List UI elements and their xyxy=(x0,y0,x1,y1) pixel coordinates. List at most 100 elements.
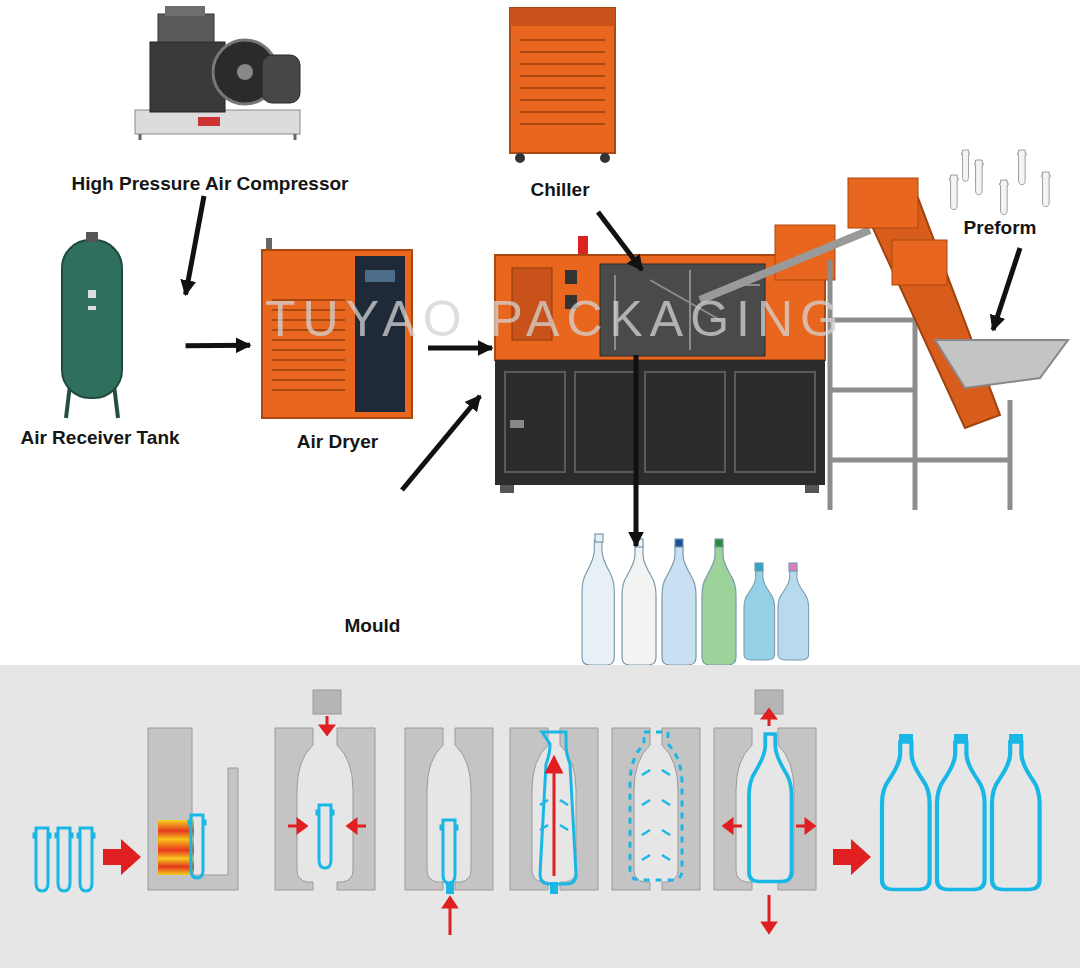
blow-moulding-machine xyxy=(805,485,819,493)
chiller-picture xyxy=(520,75,605,77)
air-compressor-picture xyxy=(165,6,205,16)
process-steps xyxy=(540,732,576,884)
process-steps xyxy=(899,734,1023,743)
equipment-label: Mould xyxy=(345,615,401,638)
air-dryer-picture xyxy=(272,379,345,381)
process-steps xyxy=(540,800,548,805)
blow-moulding-machine xyxy=(510,420,524,428)
flow-arrow xyxy=(186,196,204,295)
process-steps xyxy=(275,690,816,890)
chiller-picture xyxy=(520,39,605,41)
equipment-node: Mould xyxy=(290,500,455,638)
process-steps xyxy=(560,800,568,805)
preform-picture xyxy=(999,180,1008,215)
process-steps xyxy=(317,732,792,884)
process-steps xyxy=(298,820,306,832)
finished-bottles xyxy=(755,563,763,571)
air-dryer-picture xyxy=(272,369,345,371)
process-steps xyxy=(954,734,968,743)
process-steps xyxy=(148,728,238,890)
process-steps xyxy=(189,815,205,878)
equipment-node: Preform xyxy=(930,140,1070,240)
process-steps xyxy=(1009,734,1023,743)
finished-bottles xyxy=(789,563,797,571)
process-steps xyxy=(630,732,682,880)
process-steps xyxy=(763,710,775,718)
blow-moulding-machine xyxy=(575,372,635,472)
process-band xyxy=(0,665,1080,968)
finished-bottles xyxy=(662,545,696,665)
flow-arrows xyxy=(402,212,1020,546)
blow-moulding-machine xyxy=(578,236,588,254)
equipment-node: Chiller xyxy=(495,2,625,202)
process-steps xyxy=(405,728,443,890)
air-dryer-picture xyxy=(365,270,395,282)
equipment-label: Air Dryer xyxy=(297,431,378,454)
preform-picture xyxy=(949,150,1050,215)
blow-moulding-machine xyxy=(500,485,514,493)
blow-moulding-machine xyxy=(700,230,870,300)
process-steps xyxy=(288,710,814,935)
process-steps xyxy=(642,855,650,860)
process-steps xyxy=(444,898,456,907)
air-compressor-picture xyxy=(294,134,297,140)
blow-moulding-machine xyxy=(830,458,1010,463)
process-steps xyxy=(768,895,771,925)
process-steps xyxy=(446,882,454,894)
flow-arrow xyxy=(186,343,250,348)
process-steps xyxy=(321,726,333,734)
process-steps xyxy=(78,828,94,891)
process-steps xyxy=(749,734,792,882)
process-steps xyxy=(937,742,985,890)
blow-moulding-machine xyxy=(505,372,815,472)
process-steps xyxy=(662,770,670,775)
flow-arrows xyxy=(402,396,480,490)
air-compressor-picture xyxy=(139,134,142,140)
process-steps xyxy=(992,742,1040,890)
process-steps xyxy=(833,839,871,875)
process-steps xyxy=(275,728,313,890)
air-compressor-picture xyxy=(135,110,300,134)
equipment-label: Preform xyxy=(964,217,1037,240)
chiller-picture xyxy=(520,123,605,125)
process-steps xyxy=(56,828,72,891)
watermark-text: TUYAO PACKAGING xyxy=(265,290,846,348)
blow-moulding-machine xyxy=(565,270,577,284)
process-steps xyxy=(553,770,556,876)
preform-picture xyxy=(962,150,970,182)
blow-moulding-machine xyxy=(935,340,1068,388)
chiller-picture xyxy=(520,51,605,53)
chiller-picture xyxy=(520,40,605,124)
process-steps xyxy=(882,742,1040,890)
chiller-picture xyxy=(510,8,615,26)
process-steps xyxy=(313,690,341,714)
chiller-picture xyxy=(520,99,605,101)
process-steps xyxy=(550,882,558,894)
air-compressor-picture xyxy=(198,117,220,126)
air-tank-picture xyxy=(62,232,122,418)
process-steps xyxy=(449,905,452,935)
blow-moulding-machine xyxy=(1008,400,1013,510)
process-steps xyxy=(763,923,775,932)
air-tank-picture xyxy=(88,290,96,298)
air-compressor-picture xyxy=(262,55,300,103)
finished-bottles xyxy=(582,534,809,665)
process-steps xyxy=(806,820,814,832)
equipment-node: Air Receiver Tank xyxy=(14,228,185,450)
preform-picture xyxy=(974,160,983,195)
air-compressor-picture xyxy=(158,14,214,42)
chiller-picture xyxy=(600,153,610,163)
blow-moulding-machine xyxy=(645,372,725,472)
equipment-label: Chiller xyxy=(530,179,589,202)
process-steps xyxy=(34,690,1040,935)
finished-bottles xyxy=(622,545,656,665)
chiller-picture xyxy=(510,8,615,153)
process-steps xyxy=(348,820,356,832)
blow-moulding-machine xyxy=(848,178,918,228)
finished-bottles xyxy=(715,539,723,547)
process-steps xyxy=(662,800,670,805)
chiller-picture xyxy=(515,153,525,163)
finished-bottles xyxy=(744,570,775,660)
process-steps xyxy=(540,825,548,830)
